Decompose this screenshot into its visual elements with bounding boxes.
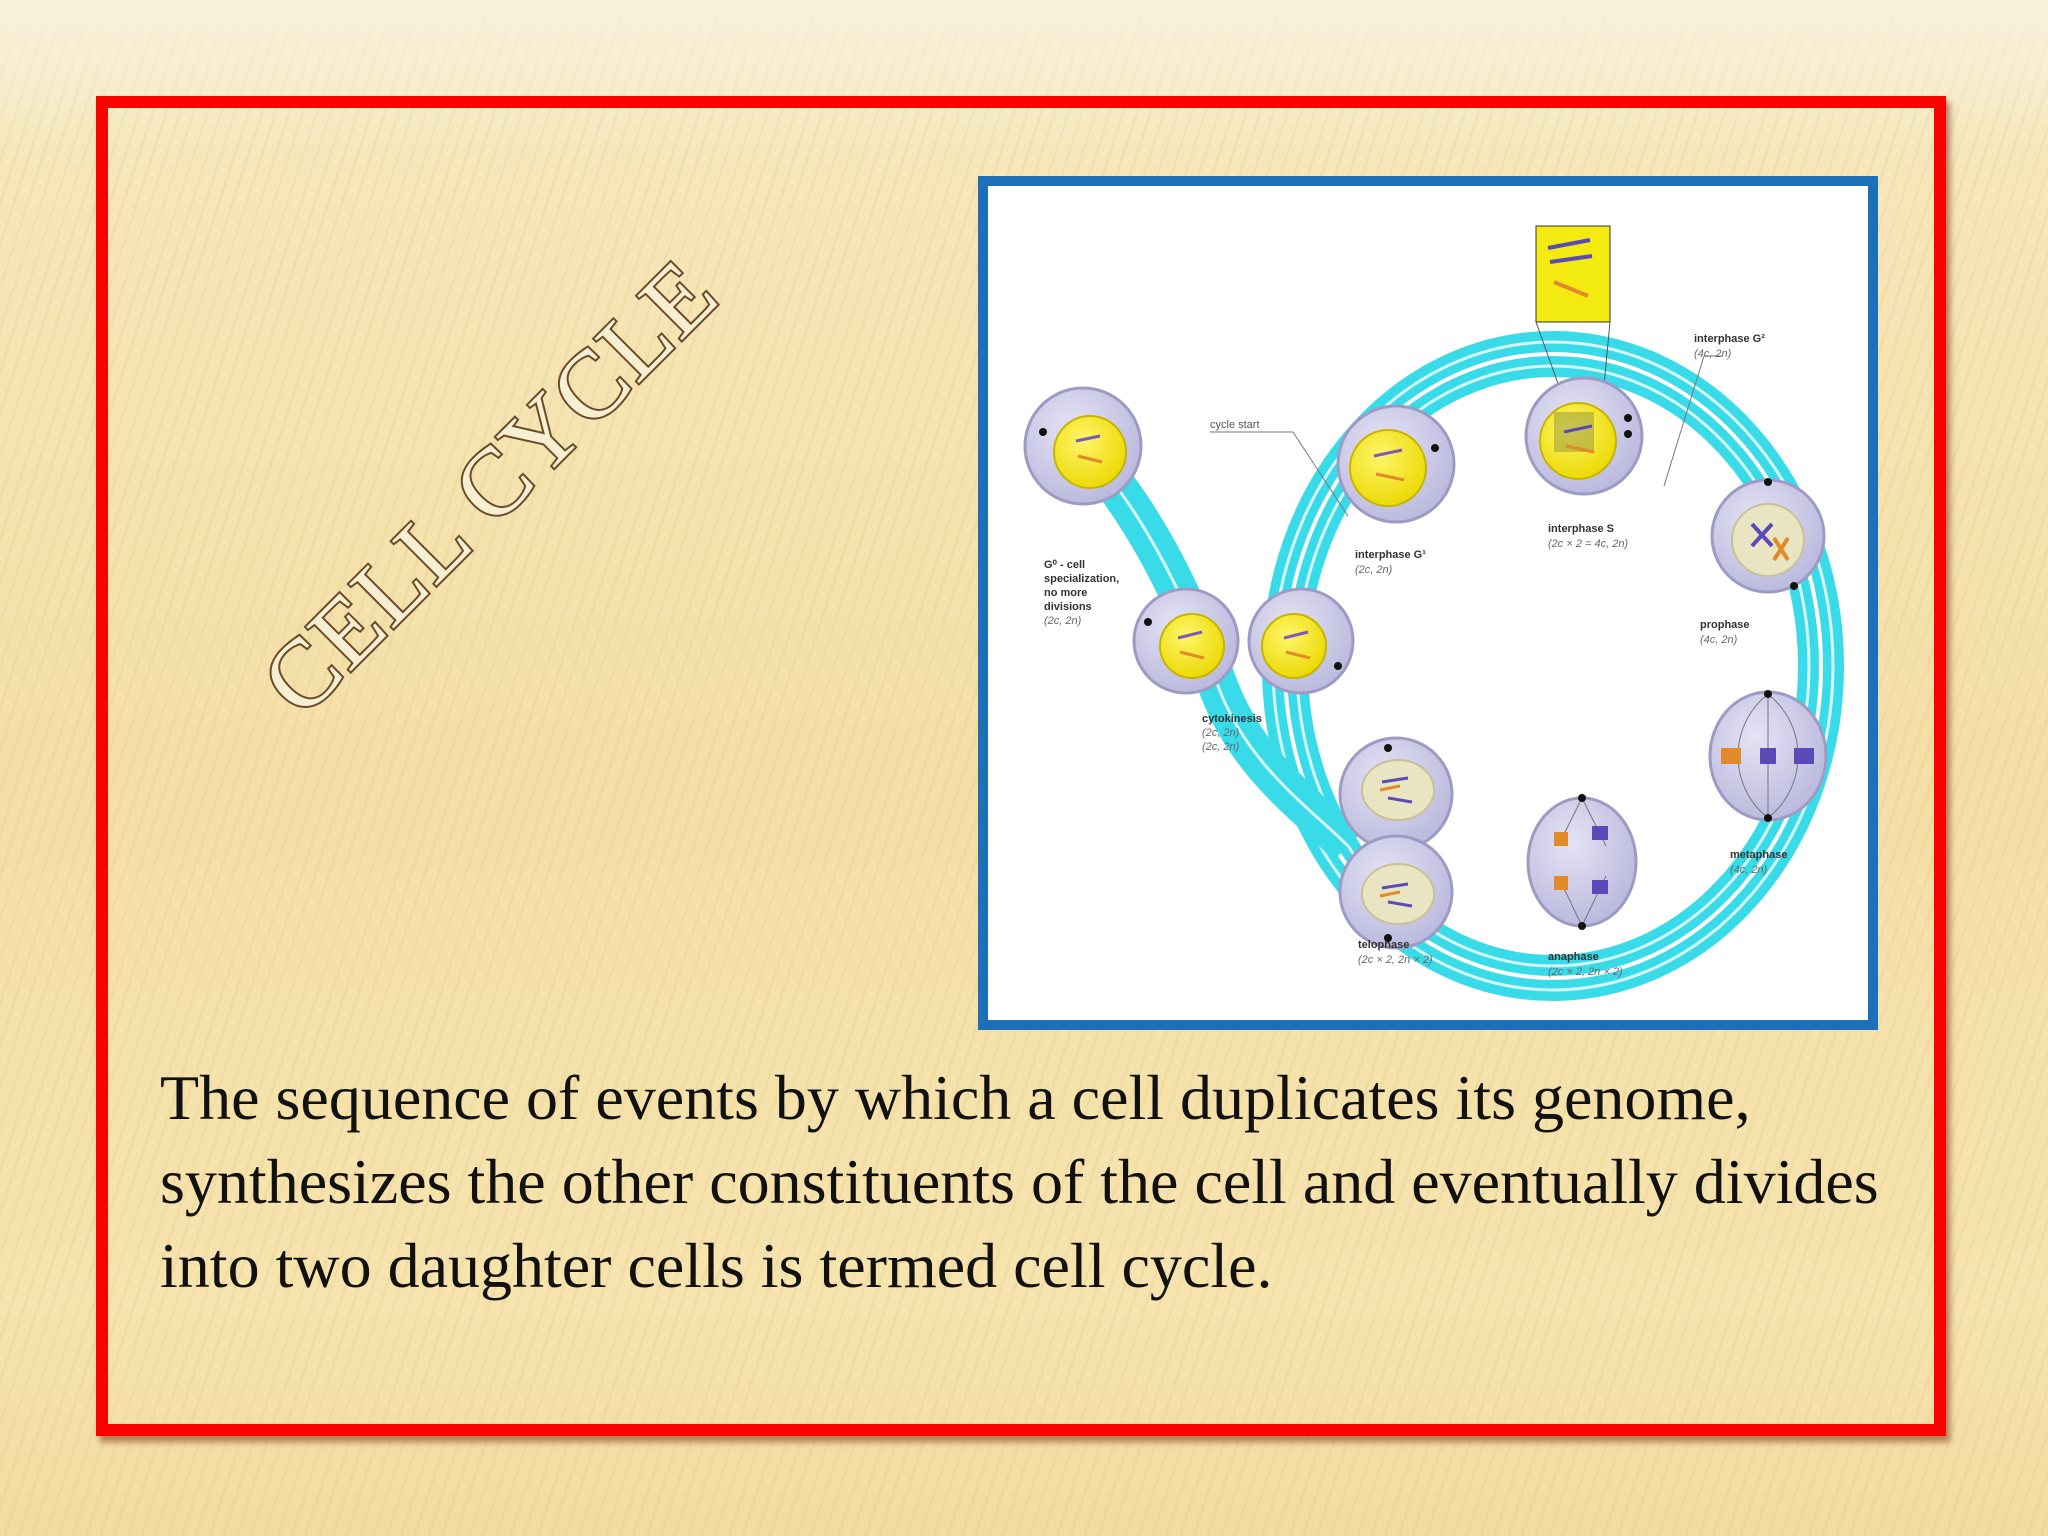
- slide-frame: [96, 96, 1946, 1436]
- g0-cell: [1023, 386, 1143, 506]
- label-metaphase-name: metaphase: [1730, 849, 1787, 861]
- s-phase-cell: [1524, 225, 1644, 496]
- label-metaphase-ploidy: (4c, 2n): [1730, 864, 1768, 876]
- label-cycle-start: cycle start: [1210, 419, 1260, 431]
- label-cytokinesis-ploidy1: (2c, 2n): [1202, 727, 1240, 739]
- label-g0-line1: G⁰ - cell: [1044, 559, 1085, 571]
- label-g0-line4: divisions: [1044, 601, 1092, 613]
- cell-cycle-diagram: cycle start G⁰ - cell specialization, no…: [978, 176, 1878, 1030]
- prophase-cell: [1710, 478, 1826, 594]
- slide-description: The sequence of events by which a cell d…: [160, 1062, 1879, 1301]
- slide-title: CELL CYCLE: [262, 238, 738, 734]
- label-cytokinesis-name: cytokinesis: [1202, 713, 1262, 725]
- label-g1-name: interphase G¹: [1355, 549, 1426, 561]
- label-anaphase-name: anaphase: [1548, 951, 1599, 963]
- label-s-name: interphase S: [1548, 523, 1614, 535]
- telophase-cells: [1338, 736, 1454, 950]
- slide-title-container: CELL CYCLE: [239, 180, 822, 800]
- metaphase-cell: [1708, 690, 1828, 822]
- label-g2-ploidy: (4c, 2n): [1694, 348, 1732, 360]
- label-g0-line2: specialization,: [1044, 573, 1119, 585]
- label-cytokinesis-ploidy2: (2c, 2n): [1202, 741, 1240, 753]
- cell-cycle-svg: cycle start G⁰ - cell specialization, no…: [1023, 225, 1844, 1001]
- label-telophase-name: telophase: [1358, 939, 1409, 951]
- background-highlight: [0, 0, 2048, 130]
- cytokinesis-cells: [1132, 587, 1355, 695]
- label-g0-line3: no more: [1044, 587, 1087, 599]
- label-prophase-name: prophase: [1700, 619, 1750, 631]
- anaphase-cell: [1526, 794, 1638, 930]
- label-anaphase-ploidy: (2c × 2, 2n × 2): [1548, 966, 1623, 978]
- label-g0-ploidy: (2c, 2n): [1044, 615, 1082, 627]
- label-g1-ploidy: (2c, 2n): [1355, 564, 1393, 576]
- label-s-ploidy: (2c × 2 = 4c, 2n): [1548, 538, 1628, 550]
- label-g2-name: interphase G²: [1694, 333, 1765, 345]
- label-telophase-ploidy: (2c × 2, 2n × 2): [1358, 954, 1433, 966]
- label-prophase-ploidy: (4c, 2n): [1700, 634, 1738, 646]
- g1-cell: [1336, 404, 1456, 524]
